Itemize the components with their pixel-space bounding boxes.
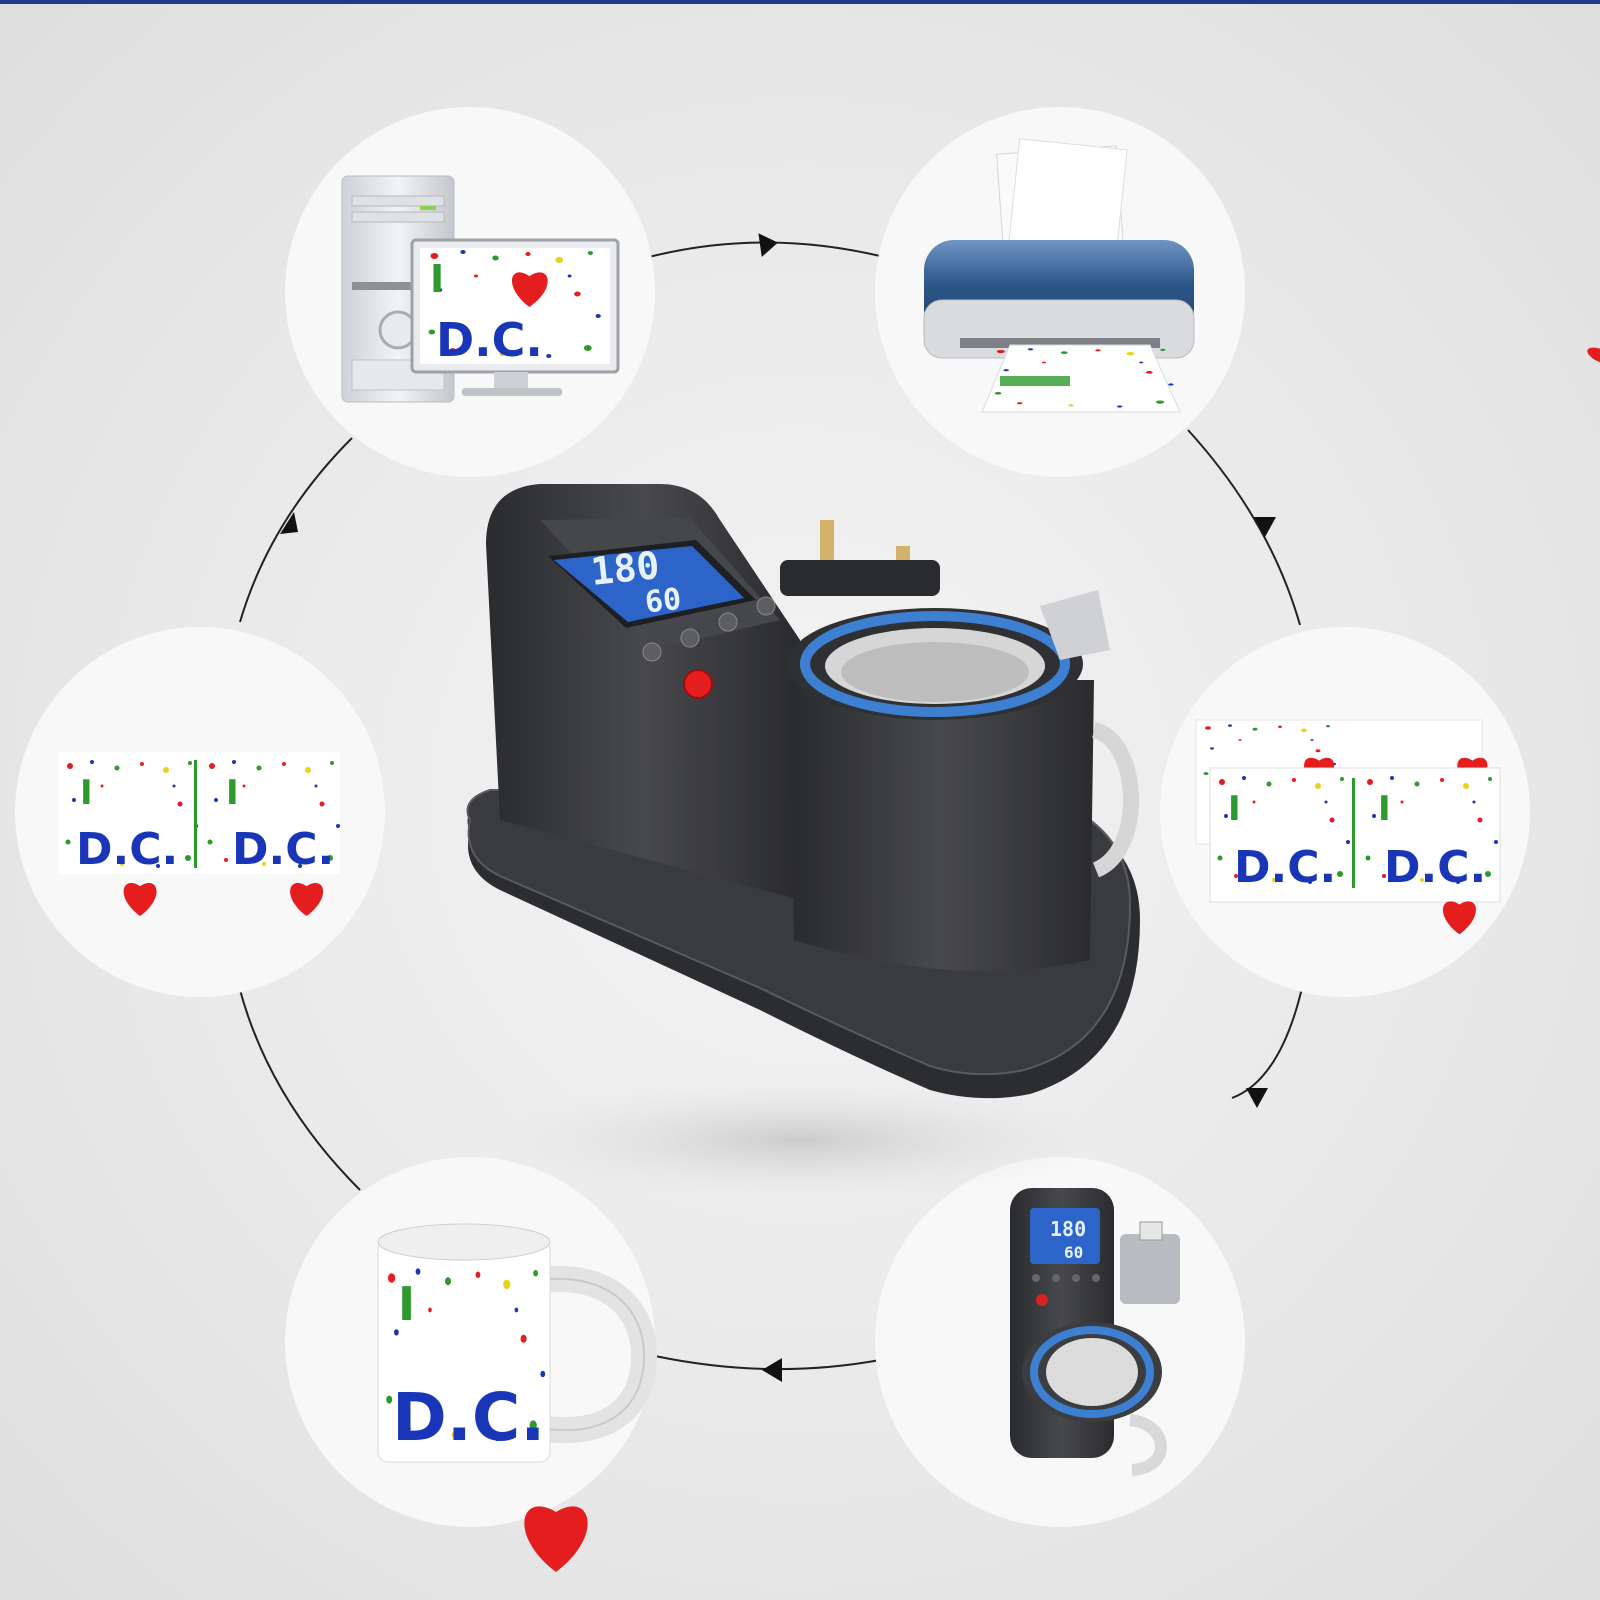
- control-button[interactable]: [642, 642, 662, 662]
- heart-icon: [123, 883, 157, 916]
- arc-sheets-to-press: [1231, 987, 1303, 1099]
- control-button[interactable]: [756, 596, 776, 616]
- transfer-paper-icon: I D.C. I D.C.: [1195, 719, 1501, 935]
- artwork-right-copy: I D.C.: [226, 773, 334, 916]
- mug-press-icon: 180 60: [1010, 1188, 1180, 1476]
- lcd-temperature: 180: [589, 543, 662, 594]
- heart-icon: [511, 272, 548, 307]
- lcd-temperature-small: 180: [1050, 1217, 1086, 1241]
- cycle-arrowheads: [280, 233, 1276, 1382]
- power-button[interactable]: [683, 669, 713, 699]
- mug-heat-press-machine: 180 60: [466, 484, 1140, 1200]
- design-letter-i: I: [226, 773, 239, 813]
- heart-icon: [524, 1506, 588, 1573]
- monitor-artwork: I D.C.: [430, 257, 548, 367]
- design-letter-i: I: [1228, 789, 1241, 829]
- sheet-right-copy: I D.C.: [1378, 789, 1486, 893]
- design-letters-dc: D.C.: [436, 313, 543, 367]
- printed-mug-icon: I D.C.: [377, 1223, 658, 1573]
- lcd-time-small: 60: [1064, 1243, 1083, 1262]
- design-letter-i: I: [80, 773, 93, 813]
- arc-mug-to-design: [239, 989, 361, 1191]
- control-panel: 180 60: [548, 540, 776, 699]
- printer-icon: [923, 138, 1600, 413]
- design-letter-i: I: [430, 257, 444, 301]
- sheet-left-copy: I D.C.: [1228, 789, 1476, 935]
- design-letters-dc: D.C.: [76, 824, 178, 875]
- arc-design-to-computer: [239, 437, 353, 623]
- heart-icon: [290, 883, 324, 916]
- arrow-right-icon: [758, 233, 778, 257]
- control-button[interactable]: [680, 628, 700, 648]
- computer-monitor-icon: I D.C.: [341, 175, 620, 403]
- arrow-left-icon: [762, 1358, 782, 1382]
- design-letters-dc: D.C.: [232, 824, 334, 875]
- lcd-time: 60: [643, 582, 683, 621]
- design-letters-dc: D.C.: [1384, 842, 1486, 893]
- design-letter-i: I: [1378, 789, 1391, 829]
- artwork-left-copy: I D.C.: [76, 773, 178, 916]
- arrow-down-icon: [1254, 517, 1276, 537]
- arrow-down-icon: [1246, 1088, 1268, 1108]
- design-letter-i: I: [398, 1277, 415, 1331]
- artwork-icon: I D.C. I D.C.: [58, 752, 340, 916]
- heart-icon: [1443, 901, 1476, 935]
- design-letters-dc: D.C.: [392, 1379, 545, 1456]
- top-accent-bar: [0, 0, 1600, 4]
- arrow-up-icon: [280, 512, 298, 534]
- control-button[interactable]: [718, 612, 738, 632]
- arc-printer-to-sheets: [1187, 429, 1301, 626]
- design-letters-dc: D.C.: [1234, 842, 1336, 893]
